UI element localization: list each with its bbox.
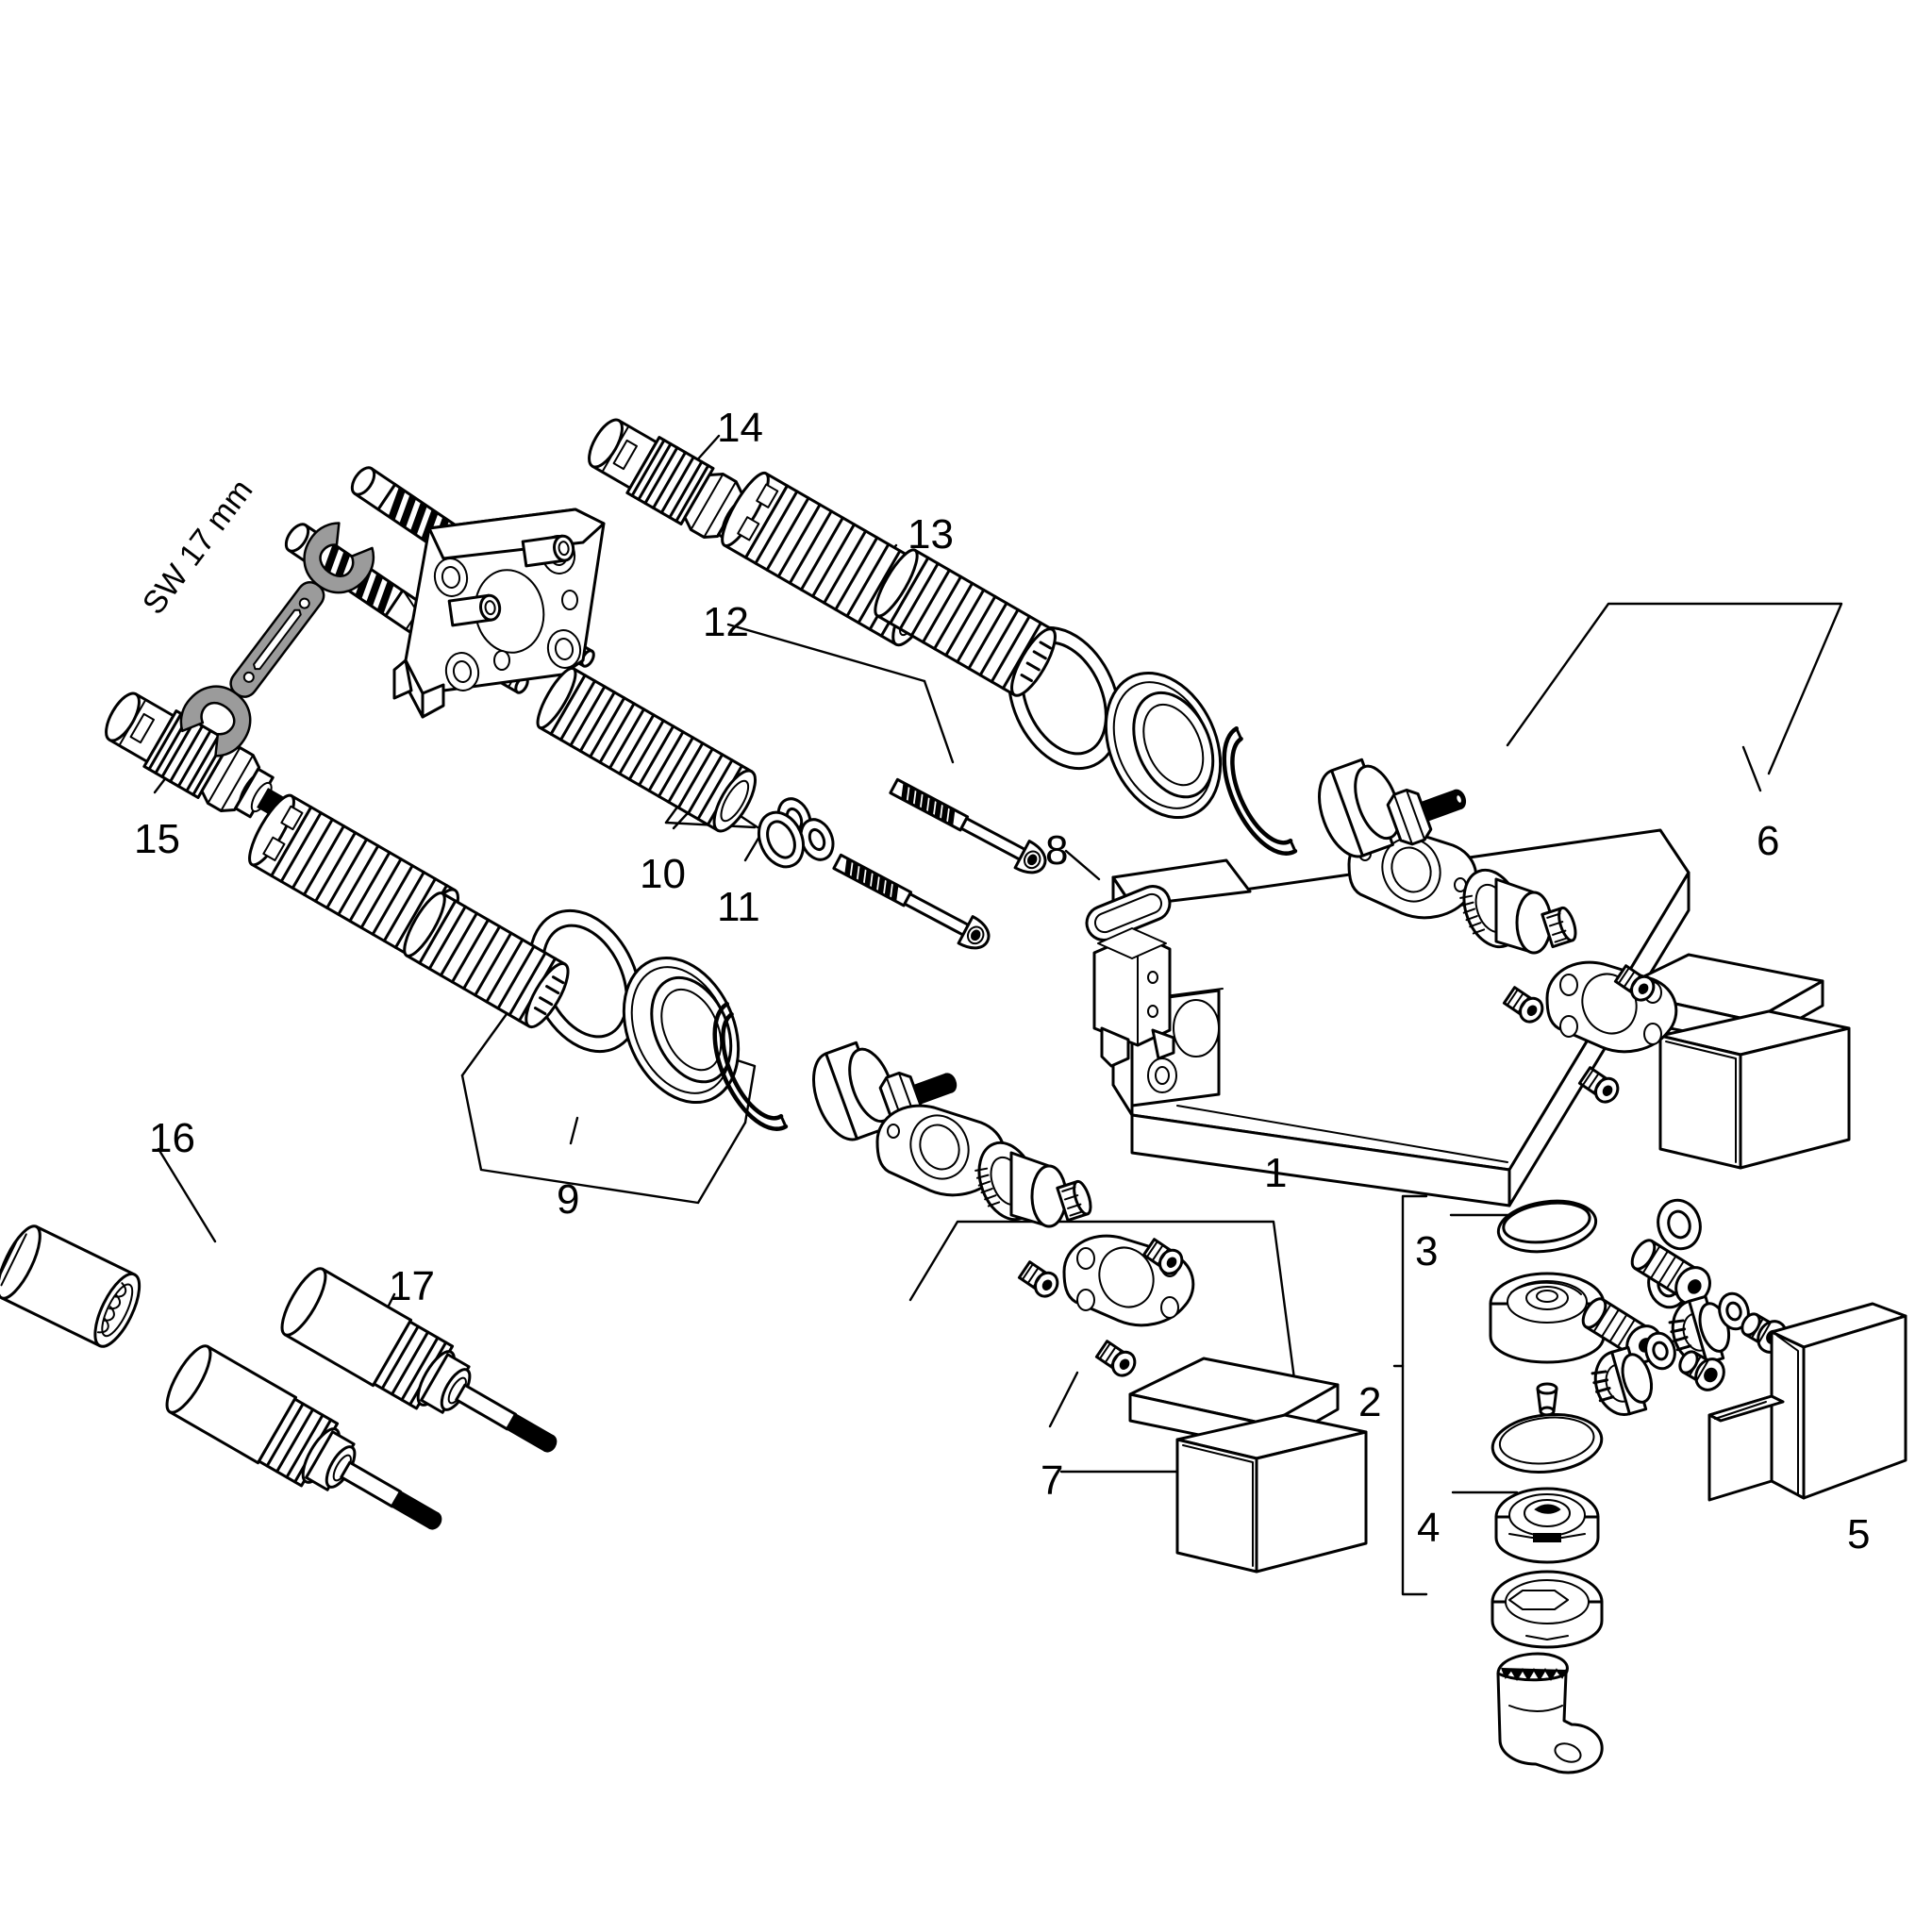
callout-number-16: 16 xyxy=(149,1115,195,1161)
handle-assembly-right xyxy=(1613,953,1851,1170)
valve-spindle-extension-lower xyxy=(165,1344,442,1530)
callout-number-3: 3 xyxy=(1415,1228,1439,1274)
callout-number-5: 5 xyxy=(1847,1511,1871,1557)
handle-spline-set-right xyxy=(1347,826,1678,1104)
cartridge-service-set xyxy=(1489,1198,1788,1774)
wall-mounting-plate xyxy=(392,508,606,719)
callout-number-14: 14 xyxy=(717,405,763,451)
lever-handle-block xyxy=(1707,1302,1907,1502)
thermostatic-cartridge xyxy=(1496,1652,1604,1774)
shut-off-valve-cartridge-15 xyxy=(105,691,314,833)
bracket-2 xyxy=(1392,1194,1428,1596)
threaded-extension-lower-left xyxy=(248,793,570,1029)
valve-spindle-extension-upper xyxy=(280,1267,558,1453)
callout-number-13: 13 xyxy=(908,511,954,558)
callout-number-6: 6 xyxy=(1757,818,1780,864)
bracket-6 xyxy=(1506,602,1843,792)
callout-number-17: 17 xyxy=(389,1263,435,1309)
thermostat-oring xyxy=(1496,1199,1598,1254)
callout-number-15: 15 xyxy=(134,816,180,862)
callout-number-8: 8 xyxy=(1045,827,1069,874)
thermostat-cap xyxy=(1489,1272,1606,1364)
callout-number-10: 10 xyxy=(640,851,686,897)
callout-number-4: 4 xyxy=(1417,1505,1441,1551)
callout-number-12: 12 xyxy=(703,599,749,645)
escutcheon-seal-kit-lower xyxy=(527,908,958,1141)
extension-sleeve-lower xyxy=(874,548,1057,697)
escutcheon-seal-kit-upper xyxy=(1007,625,1467,858)
open-end-wrench-icon xyxy=(179,522,375,758)
threaded-extension-long xyxy=(536,666,806,869)
callout-number-2: 2 xyxy=(1358,1379,1382,1425)
callout-number-11: 11 xyxy=(717,884,760,930)
callout-number-9: 9 xyxy=(557,1176,580,1223)
callout-number-7: 7 xyxy=(1041,1457,1064,1504)
callout-number-1: 1 xyxy=(1264,1150,1288,1196)
handle-assembly-left xyxy=(875,1104,1368,1574)
threaded-socket-adapter xyxy=(0,1224,142,1348)
diverter-slide-clip xyxy=(1085,885,1175,1068)
